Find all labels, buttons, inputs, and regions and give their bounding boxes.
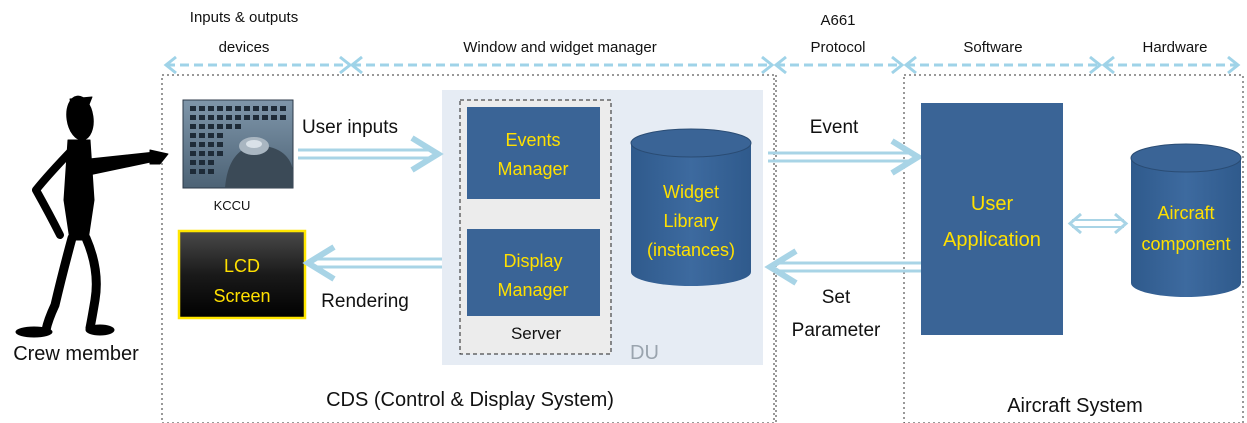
io-devices-label-line1: Inputs & outputs [190, 9, 298, 26]
crew-right-leg [81, 233, 101, 333]
io-devices-label-line2: devices [219, 39, 270, 56]
top-arrowheads [163, 55, 1241, 75]
set-parameter-label-line2: Parameter [792, 320, 881, 341]
software-label: Software [963, 39, 1022, 56]
display-manager-label-line2: Manager [497, 280, 568, 300]
widget-library-cylinder: Widget Library (instances) [630, 128, 752, 286]
crew-left-foot [15, 326, 53, 338]
server-label: Server [511, 324, 561, 343]
app-component-link-arrow [1067, 212, 1129, 235]
crew-hand [149, 149, 169, 165]
event-arrow [768, 138, 924, 176]
crew-hat [69, 96, 93, 109]
crew-member-figure [15, 95, 169, 338]
user-application-label-line1: User [971, 193, 1014, 215]
a661-label-line2: Protocol [810, 39, 865, 56]
crew-pointing-arm [79, 151, 161, 177]
user-inputs-label: User inputs [302, 117, 398, 138]
display-manager-box: Display Manager [467, 229, 600, 316]
user-application-box: User Application [921, 103, 1063, 335]
crew-member-label: Crew member [13, 343, 139, 365]
widget-library-label-line1: Widget [663, 182, 719, 202]
aircraft-system-label: Aircraft System [1007, 395, 1143, 417]
a661-label-line1: A661 [820, 12, 855, 29]
rendering-arrow [302, 244, 442, 282]
set-parameter-label-line1: Set [822, 287, 851, 308]
event-label: Event [810, 117, 859, 138]
events-manager-box: Events Manager [467, 107, 600, 199]
events-manager-label-line2: Manager [497, 159, 568, 179]
user-application-label-line2: Application [943, 229, 1041, 251]
region-frames [161, 74, 1244, 423]
kccu-label: KCCU [214, 198, 251, 213]
aircraft-component-cylinder: Aircraft component [1130, 143, 1242, 297]
crew-right-foot [85, 324, 115, 336]
events-manager-label-line1: Events [505, 130, 560, 150]
window-widget-manager-label: Window and widget manager [463, 39, 656, 56]
cds-region [161, 74, 775, 423]
user-inputs-arrow [298, 135, 444, 173]
widget-library-label-line3: (instances) [647, 240, 735, 260]
lcd-screen-label-line1: LCD [224, 256, 260, 276]
lcd-screen-label-line2: Screen [213, 286, 270, 306]
aircraft-system-region [903, 74, 1244, 423]
crew-left-arm [32, 146, 76, 239]
aircraft-component-label-line2: component [1141, 234, 1230, 254]
kccu-device-image [182, 99, 294, 189]
display-manager-label-line1: Display [503, 251, 562, 271]
rendering-label: Rendering [321, 291, 409, 312]
du-label: DU [630, 342, 659, 364]
hardware-label: Hardware [1142, 39, 1207, 56]
lcd-screen-box: LCD Screen [177, 229, 307, 320]
aircraft-component-label-line1: Aircraft [1157, 203, 1214, 223]
cds-label: CDS (Control & Display System) [326, 389, 614, 411]
set-parameter-arrow [764, 248, 922, 286]
crew-left-leg [41, 233, 77, 335]
widget-library-label-line2: Library [663, 211, 718, 231]
